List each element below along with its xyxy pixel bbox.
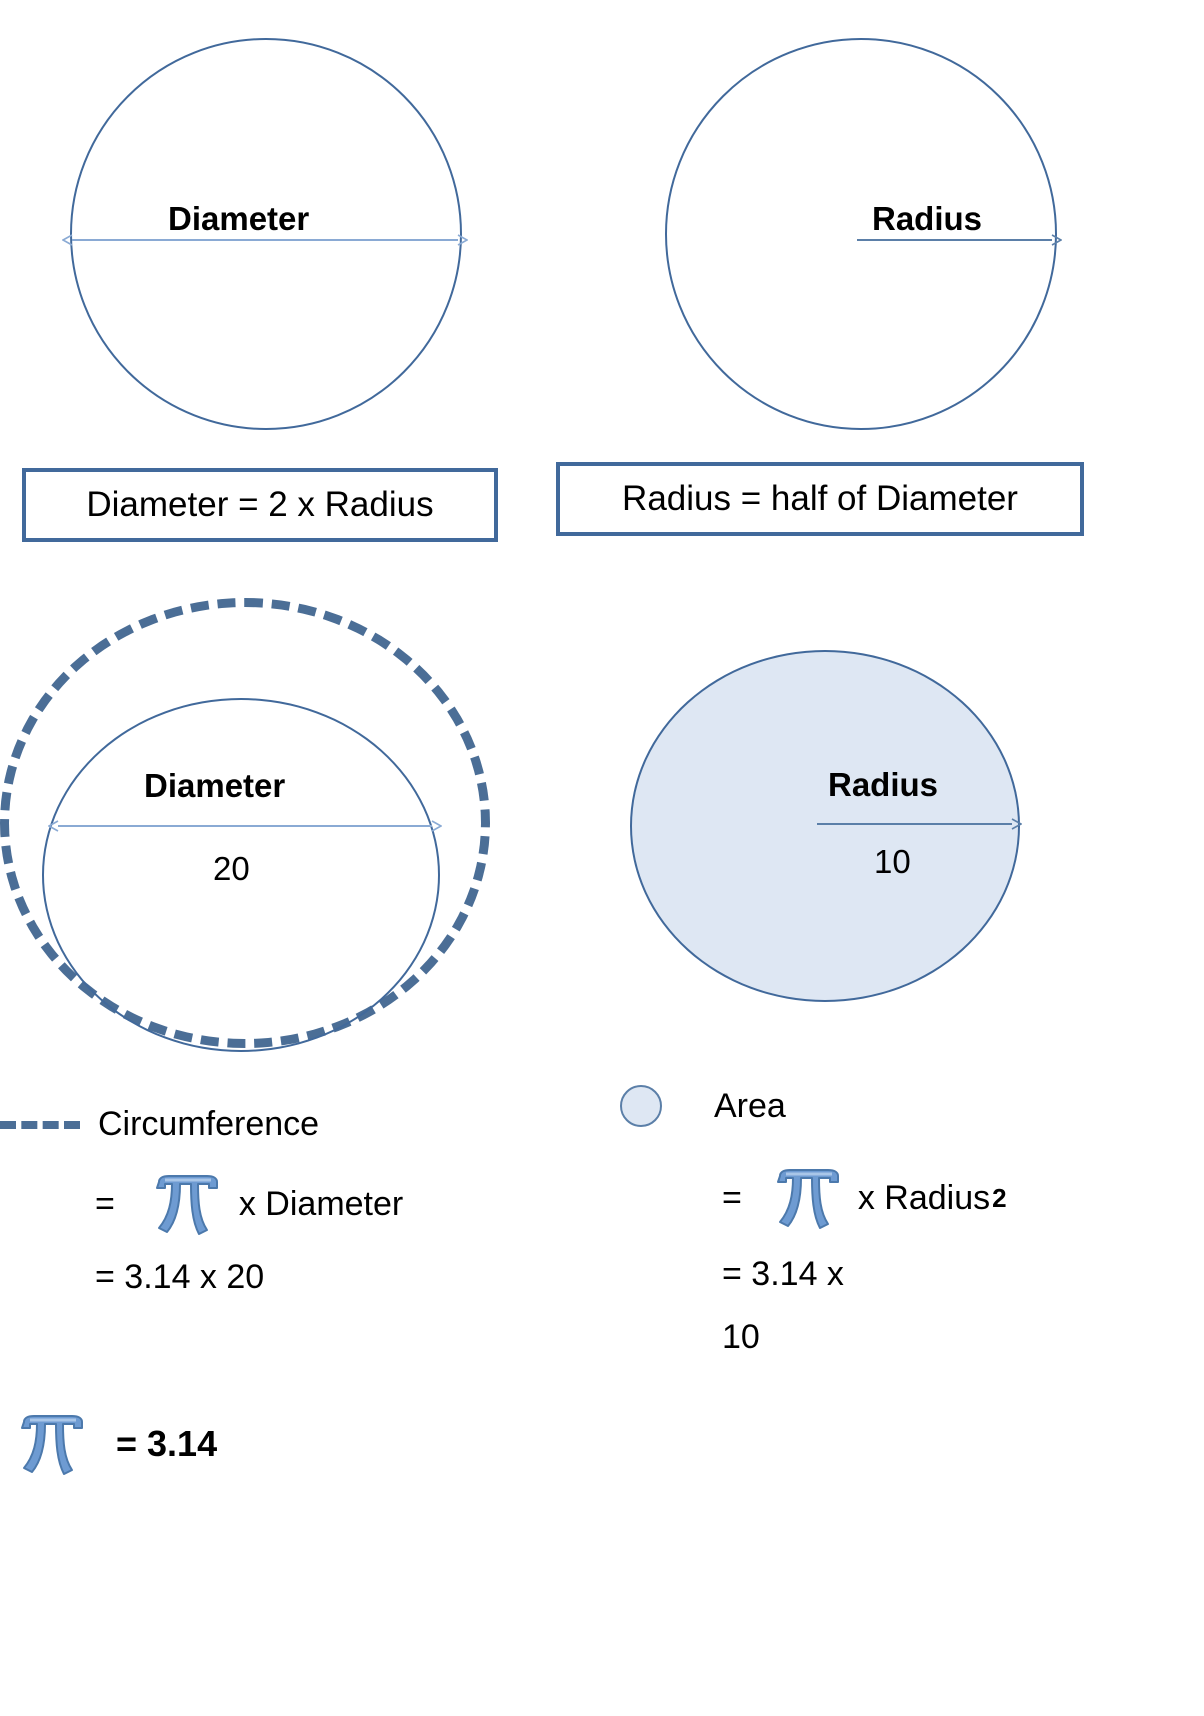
diameter-double-arrow	[62, 222, 472, 262]
radius-single-arrow	[857, 222, 1065, 262]
pi-value-text: = 3.14	[116, 1423, 218, 1464]
area-formula-row: = x Radius 2	[722, 1162, 1007, 1234]
legend-circumference-label: Circumference	[98, 1105, 320, 1143]
formula-box-diameter-text: Diameter = 2 x Radius	[86, 485, 434, 524]
area-equals-sign: =	[722, 1178, 742, 1217]
area-radius-arrow	[817, 806, 1025, 846]
circumference-inner-circle	[42, 698, 440, 1052]
dashed-line-swatch-icon	[0, 1120, 80, 1129]
area-computed-line-1: = 3.14 x	[722, 1255, 844, 1293]
formula-box-diameter: Diameter = 2 x Radius	[22, 468, 498, 542]
circumference-diameter-value: 20	[213, 850, 250, 887]
circumference-formula-row: = x Diameter	[95, 1168, 403, 1240]
formula-box-radius: Radius = half of Diameter	[556, 462, 1084, 536]
area-circle-swatch-icon	[620, 1085, 662, 1127]
legend-circumference-row: Circumference	[0, 1105, 319, 1144]
radius-circle-label: Radius	[872, 200, 983, 237]
pi-value-row: = 3.14	[14, 1408, 217, 1480]
area-filled-circle	[630, 650, 1020, 1002]
legend-area-row: Area	[620, 1085, 786, 1127]
pi-icon-circumference	[149, 1168, 223, 1240]
pi-icon-area	[770, 1162, 844, 1234]
circumference-equals-sign: =	[95, 1184, 115, 1223]
circumference-circle-label: Diameter	[144, 767, 286, 804]
formula-box-radius-text: Radius = half of Diameter	[622, 479, 1018, 518]
circumference-diameter-arrow	[48, 808, 446, 848]
radius-circle-outline	[665, 38, 1057, 430]
diameter-circle-label: Diameter	[168, 200, 310, 237]
area-formula-operand: x Radius	[857, 1178, 991, 1217]
diameter-circle-outline	[70, 38, 462, 430]
area-radius-value: 10	[874, 843, 911, 880]
circumference-computed-line: = 3.14 x 20	[95, 1258, 265, 1296]
area-computed-line-2: 10	[722, 1318, 760, 1356]
pi-icon-value	[14, 1408, 88, 1480]
legend-area-label: Area	[714, 1086, 786, 1125]
circumference-formula-operand: x Diameter	[238, 1184, 404, 1223]
area-circle-label: Radius	[828, 766, 939, 803]
